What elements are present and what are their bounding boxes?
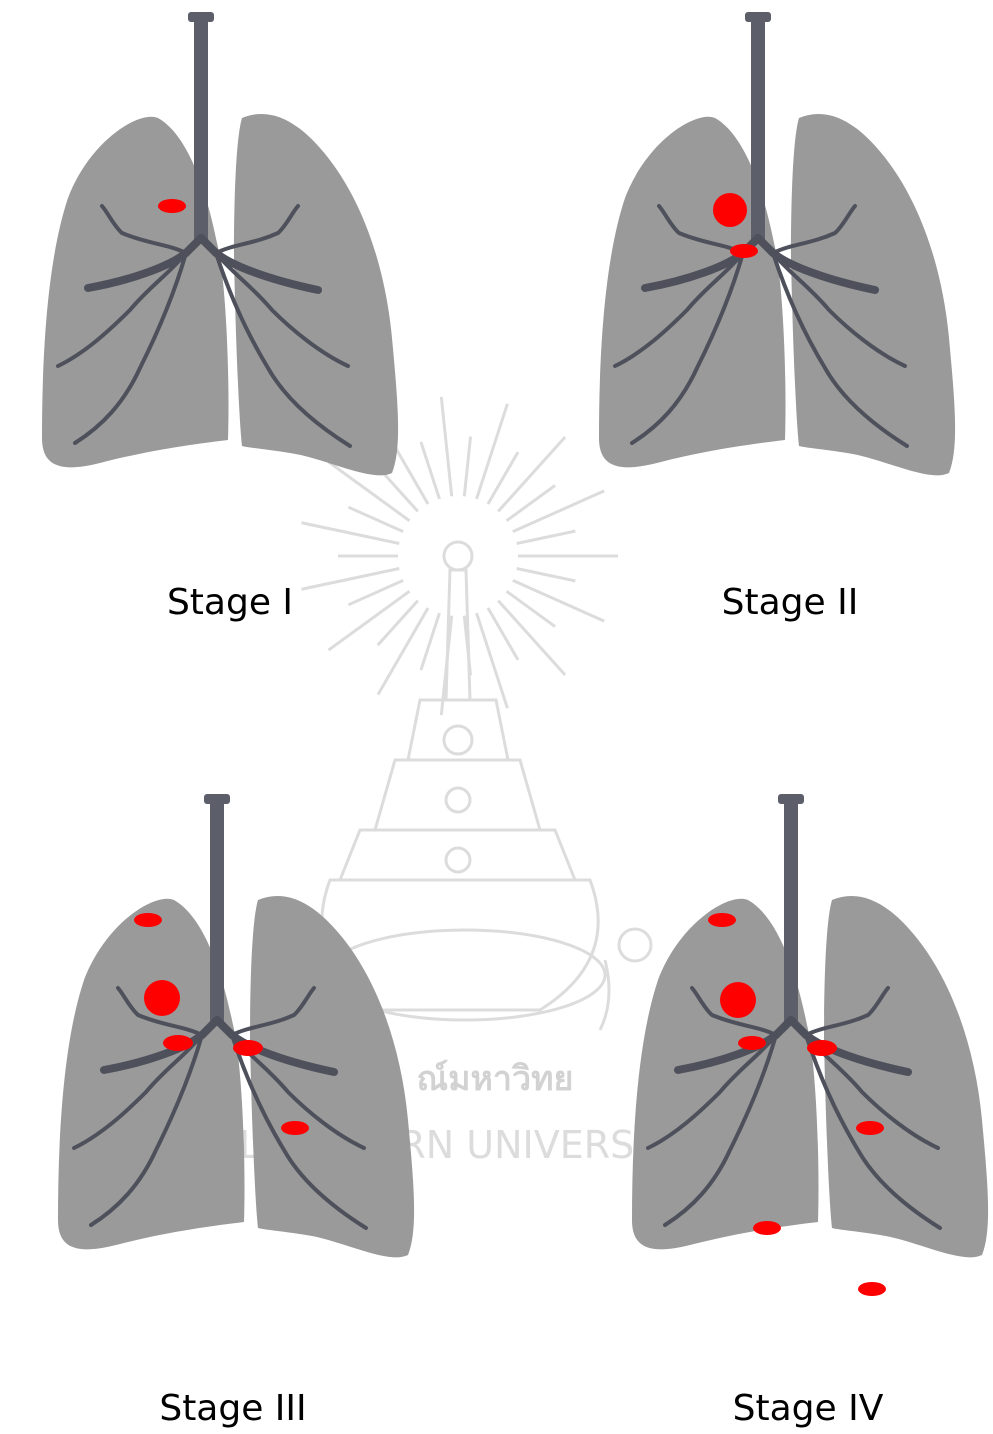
stage-1-lung-diagram <box>20 8 420 508</box>
stage-3-panel <box>36 790 436 1290</box>
stage-1-label: Stage I <box>167 582 293 623</box>
seal-ray <box>507 591 556 626</box>
seal-ray <box>421 442 440 499</box>
seal-ray <box>378 608 428 695</box>
seal-ray <box>517 531 576 543</box>
watermark-thai-text: ณ์มหาวิทย <box>417 1059 574 1099</box>
seal-ray <box>488 608 518 660</box>
stage-4-lung-diagram <box>610 790 993 1290</box>
stage-2-label: Stage II <box>722 582 859 623</box>
tumor-lymph-node-right <box>233 1040 263 1056</box>
stage-3-label: Stage III <box>159 1388 306 1429</box>
tumor-lymph-node-left <box>163 1035 193 1051</box>
seal-ray <box>348 507 403 531</box>
tumor-contralateral <box>856 1121 884 1135</box>
seal-ray <box>498 437 565 511</box>
seal-ray <box>498 601 565 675</box>
seal-ray <box>488 452 518 504</box>
seal-ray <box>477 613 508 708</box>
seal-ray <box>421 613 440 670</box>
tumor-primary <box>158 199 186 213</box>
seal-ray <box>329 591 410 650</box>
stage-4-label: Stage IV <box>733 1388 884 1429</box>
metastasis-1 <box>753 1221 781 1235</box>
seal-ray <box>507 485 556 520</box>
seal-ray <box>464 616 470 676</box>
stage-4-panel <box>610 790 993 1290</box>
tumor-lymph-node-left <box>738 1036 766 1050</box>
seal-ray <box>441 616 451 715</box>
seal-ray <box>517 568 576 580</box>
tumor-lymph-node-right <box>807 1040 837 1056</box>
stage-1-panel <box>20 8 420 508</box>
seal-ray <box>378 601 418 646</box>
tumor-primary <box>720 982 756 1018</box>
stage-2-panel <box>577 8 977 508</box>
tumor-upper <box>134 913 162 927</box>
seal-ray <box>301 568 399 589</box>
seal-ray <box>464 437 470 497</box>
seal-ray <box>301 523 399 544</box>
tumor-lymph-node <box>730 244 758 258</box>
seal-ray <box>441 397 451 496</box>
tumor-primary <box>713 193 747 227</box>
tumor-upper <box>708 913 736 927</box>
tumor-primary <box>144 980 180 1016</box>
stage-3-lung-diagram <box>36 790 436 1290</box>
seal-ray <box>348 580 403 604</box>
metastasis-2 <box>858 1282 886 1296</box>
seal-ray <box>513 580 604 621</box>
tumor-contralateral <box>281 1121 309 1135</box>
stage-2-lung-diagram <box>577 8 977 508</box>
seal-ray <box>477 404 508 499</box>
